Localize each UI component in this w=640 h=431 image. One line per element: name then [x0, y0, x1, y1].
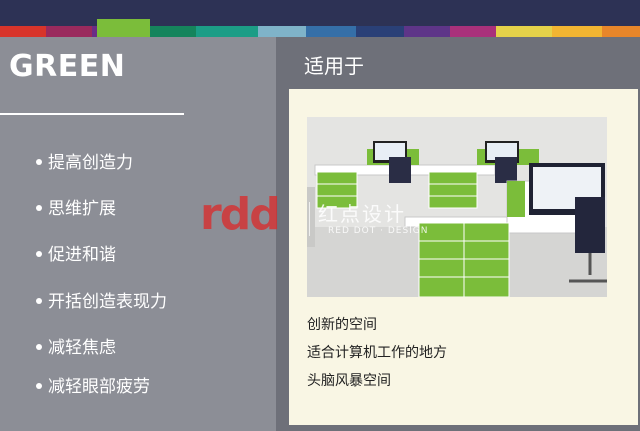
content-card: 创新的空间 适合计算机工作的地方 头脑风暴空间: [289, 89, 638, 425]
section-title: 适用于: [304, 54, 364, 78]
stripe-segment: [92, 26, 97, 37]
stripe-segment: [450, 26, 496, 37]
panel-title: GREEN: [9, 49, 126, 84]
bullet-icon: [36, 343, 42, 350]
stripe-segment: [356, 26, 404, 37]
bullet-icon: [36, 250, 42, 257]
office-photo: [307, 117, 607, 297]
bullet-icon: [36, 158, 42, 165]
description-line: 头脑风暴空间: [307, 373, 391, 389]
stripe-segment: [496, 26, 552, 37]
color-stripe: [0, 19, 640, 37]
description-line: 适合计算机工作的地方: [307, 345, 447, 361]
description-line: 创新的空间: [307, 317, 377, 333]
stripe-segment: [258, 26, 306, 37]
bullet-icon: [36, 297, 42, 304]
list-item: 开括创造表现力: [36, 287, 167, 312]
stripe-segment: [196, 26, 258, 37]
header-bar: [0, 0, 640, 26]
stripe-segment: [150, 26, 196, 37]
left-panel: GREEN 提高创造力 思维扩展 促进和谐 开括创造表现力 减轻焦虑 减轻眼部疲…: [0, 37, 276, 431]
list-item: 减轻眼部疲劳: [36, 372, 150, 397]
stripe-segment: [97, 19, 150, 37]
office-illustration: [307, 117, 607, 297]
list-item: 减轻焦虑: [36, 333, 116, 358]
stripe-segment: [46, 26, 92, 37]
stripe-segment: [404, 26, 450, 37]
bullet-icon: [36, 382, 42, 389]
stripe-segment: [306, 26, 356, 37]
stripe-segment: [552, 26, 602, 37]
stripe-segment: [602, 26, 640, 37]
description-list: 创新的空间 适合计算机工作的地方 头脑风暴空间: [307, 311, 447, 395]
bullet-icon: [36, 204, 42, 211]
stripe-segment: [0, 26, 46, 37]
list-item: 促进和谐: [36, 240, 116, 265]
list-item: 思维扩展: [36, 194, 116, 219]
list-item: 提高创造力: [36, 148, 133, 173]
title-divider: [0, 113, 184, 115]
right-panel: 适用于: [276, 37, 640, 431]
